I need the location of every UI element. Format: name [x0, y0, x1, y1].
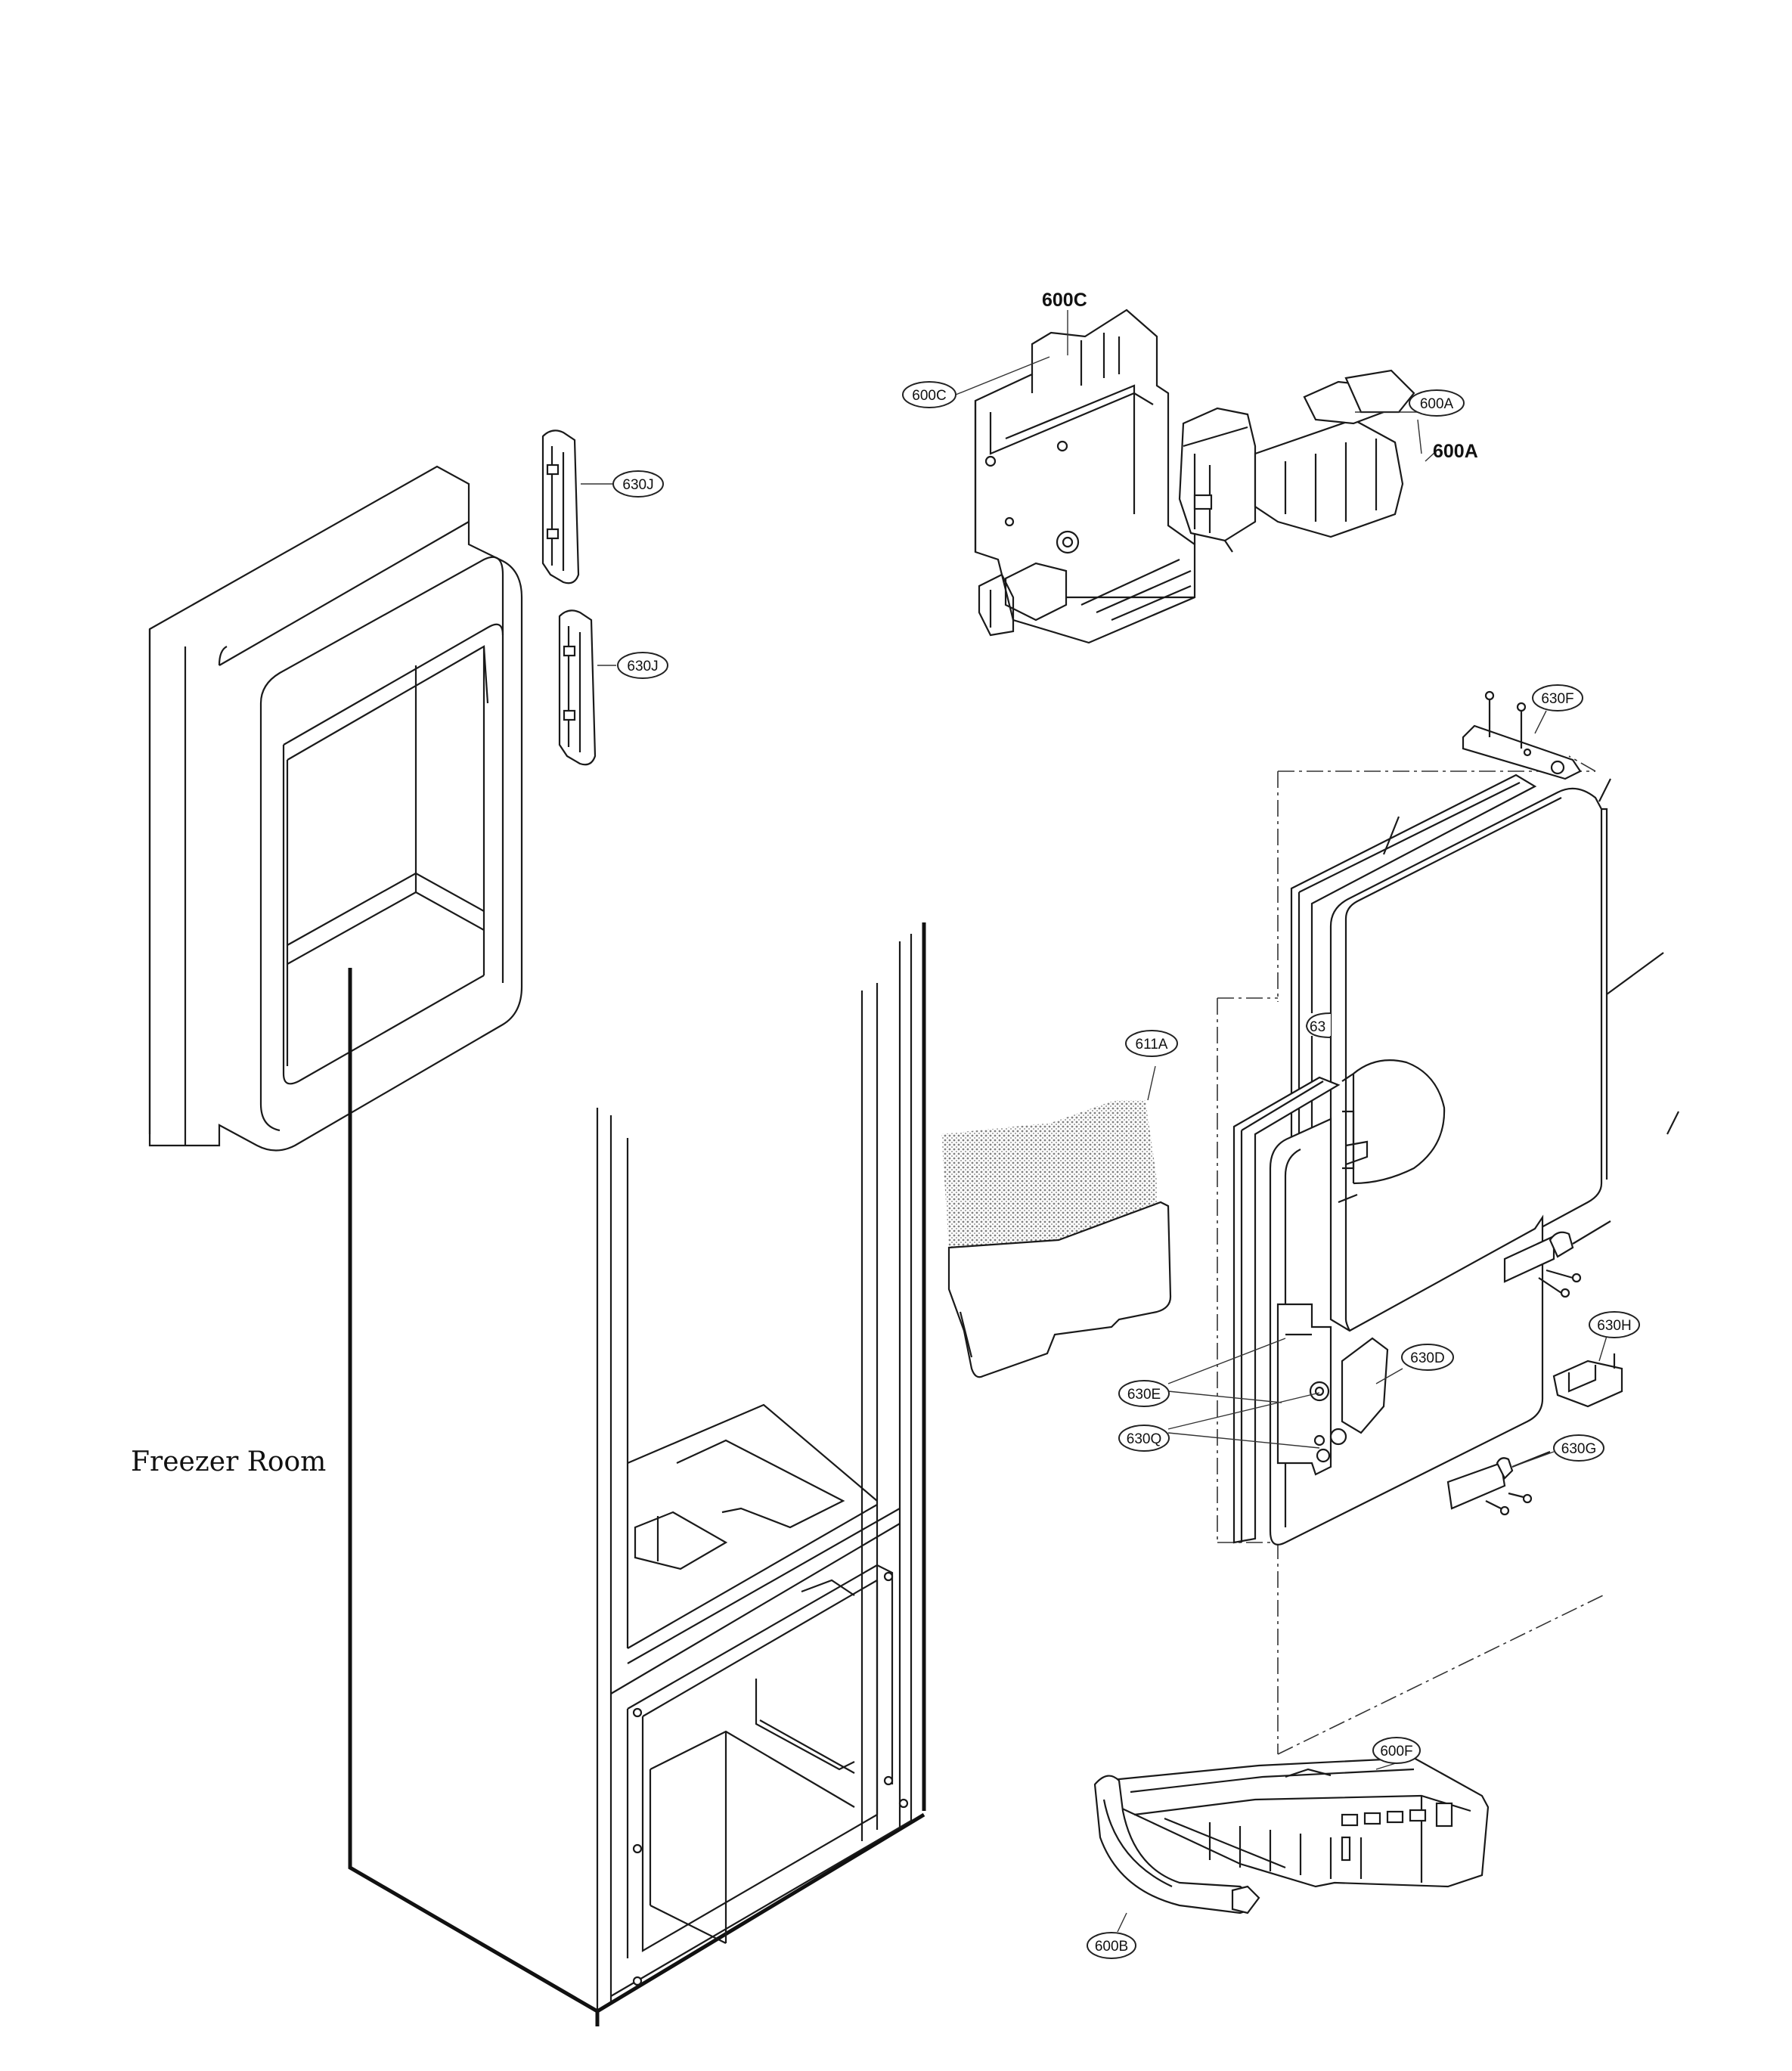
callout-600f-label: 600F	[1380, 1744, 1412, 1759]
callout-600b-label: 600B	[1095, 1939, 1128, 1955]
callout-600c-label: 600C	[912, 388, 946, 404]
callout-630d: 630D	[1401, 1344, 1454, 1371]
cover-611a	[941, 1100, 1172, 1378]
callout-630f-label: 630F	[1541, 691, 1573, 707]
callout-600f: 600F	[1372, 1737, 1421, 1764]
callout-630f: 630F	[1532, 684, 1583, 712]
callout-630j-top: 630J	[612, 470, 664, 498]
callout-630h: 630H	[1589, 1311, 1640, 1338]
callout-630j-bottom-label: 630J	[627, 659, 658, 674]
leader-lines	[581, 310, 1608, 1933]
callout-600a-label: 600A	[1420, 396, 1454, 412]
callout-630h-label: 630H	[1597, 1318, 1631, 1334]
callout-600a: 600A	[1409, 389, 1465, 417]
callout-611a-label: 611A	[1136, 1037, 1168, 1053]
ice-bin-handle-600b	[1093, 1775, 1260, 1914]
callout-630j-top-label: 630J	[622, 477, 653, 493]
freezer-door-assembly	[1217, 755, 1679, 1755]
ice-maker-motor-600a	[1178, 369, 1415, 553]
callout-611a: 611A	[1125, 1030, 1178, 1057]
callout-600b: 600B	[1087, 1932, 1136, 1959]
pad-630j-top	[541, 429, 580, 584]
callout-63-partial-label: 63	[1310, 1019, 1325, 1035]
middle-hinge	[1503, 1220, 1611, 1298]
callout-630g: 630G	[1553, 1434, 1604, 1462]
callout-600c-bold: 600C	[1042, 290, 1087, 311]
freezer-cabinet	[596, 922, 926, 2014]
callout-63-partial: 63	[1305, 1012, 1332, 1038]
callout-630e-label: 630E	[1127, 1387, 1161, 1403]
ice-maker-bracket-600c	[974, 308, 1196, 644]
callout-630q: 630Q	[1118, 1425, 1170, 1452]
callout-600a-bold-label: 600A	[1433, 441, 1478, 462]
callout-600c-bold-label: 600C	[1042, 290, 1087, 311]
top-hinge-630f	[1462, 690, 1582, 780]
ice-bin-600f	[1102, 1756, 1490, 1888]
callout-630g-label: 630G	[1561, 1441, 1596, 1457]
callout-630e: 630E	[1118, 1380, 1170, 1407]
door-stopper-630h	[1552, 1353, 1623, 1408]
callout-600c: 600C	[902, 381, 956, 408]
pad-630j-bottom	[558, 609, 597, 766]
callout-630j-bottom: 630J	[617, 652, 668, 679]
callout-630d-label: 630D	[1410, 1350, 1444, 1366]
freezer-room-caption: Freezer Room	[131, 1446, 326, 1477]
lower-hinge-630g	[1446, 1450, 1551, 1516]
assembly-lead-line	[348, 968, 600, 2026]
dispenser-housing	[148, 465, 523, 1152]
callout-630q-label: 630Q	[1127, 1431, 1161, 1447]
callout-600a-bold: 600A	[1433, 441, 1478, 462]
